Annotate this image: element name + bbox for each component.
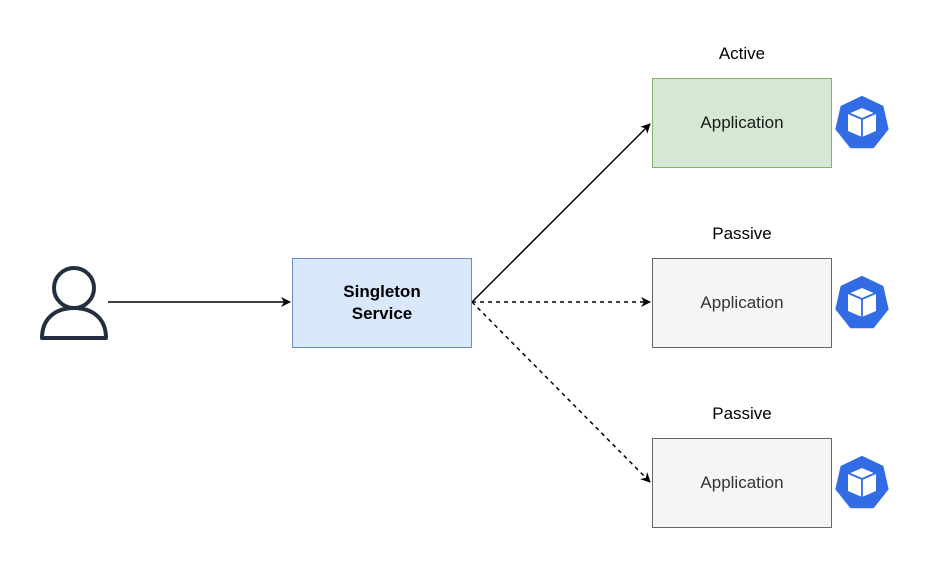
application-node-active[interactable]: Application bbox=[652, 78, 832, 168]
kubernetes-pod-icon bbox=[832, 273, 892, 333]
user-icon bbox=[38, 264, 110, 344]
state-label-passive-1: Passive bbox=[712, 224, 772, 243]
service-label-line2: Service bbox=[351, 304, 413, 323]
application-label: Application bbox=[700, 473, 784, 492]
edge-service-to-passive-app-2 bbox=[471, 301, 651, 483]
state-label-active: Active bbox=[718, 44, 766, 63]
state-label-passive-2: Passive bbox=[712, 404, 772, 423]
kubernetes-pod-icon bbox=[832, 453, 892, 513]
singleton-service-node[interactable]: Singleton Service bbox=[292, 258, 472, 348]
service-label-line1: Singleton bbox=[343, 282, 421, 301]
application-label: Application bbox=[700, 113, 784, 132]
kubernetes-pod-icon bbox=[832, 93, 892, 153]
application-node-passive-1[interactable]: Application bbox=[652, 258, 832, 348]
edge-service-to-active-app bbox=[471, 123, 651, 303]
application-node-passive-2[interactable]: Application bbox=[652, 438, 832, 528]
application-label: Application bbox=[700, 293, 784, 312]
